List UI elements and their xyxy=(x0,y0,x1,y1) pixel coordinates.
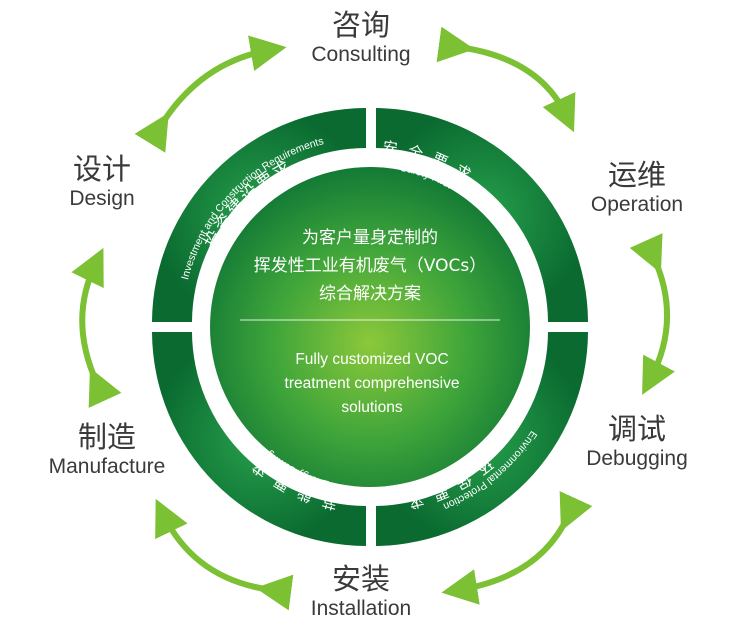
stage-debugging-zh: 调试 xyxy=(607,412,666,446)
stage-operation: 运维 Operation xyxy=(537,158,737,218)
stage-consulting-en: Consulting xyxy=(311,43,411,66)
center-en-line1: Fully customized VOC xyxy=(295,351,448,368)
center-zh-line1: 为客户量身定制的 xyxy=(302,228,438,248)
double-arrow-icon-consulting-operation xyxy=(436,26,576,133)
stage-debugging: 调试 Debugging xyxy=(537,412,737,472)
stage-manufacture: 制造 Manufacture xyxy=(7,420,207,480)
stage-debugging-en: Debugging xyxy=(586,447,688,470)
double-arrow-icon-manufacture-design xyxy=(71,247,122,408)
center-disc xyxy=(210,167,530,487)
stage-operation-zh: 运维 xyxy=(607,158,666,192)
double-arrow-icon-debugging-installation xyxy=(441,491,593,605)
ring-quadrant-top-right xyxy=(376,108,588,322)
stage-installation: 安装 Installation xyxy=(261,562,461,622)
stage-operation-en: Operation xyxy=(590,193,684,216)
stage-design: 设计 Design xyxy=(2,152,202,212)
center-en-line2: treatment comprehensive xyxy=(285,375,460,392)
stage-consulting: 咨询 Consulting xyxy=(261,8,461,68)
stage-installation-zh: 安装 xyxy=(331,562,390,596)
center-zh-line2: 挥发性工业有机废气（VOCs） xyxy=(254,256,486,276)
stage-consulting-zh: 咨询 xyxy=(331,8,390,42)
double-arrow-icon-installation-manufacture xyxy=(155,498,294,611)
stage-manufacture-en: Manufacture xyxy=(48,455,166,478)
double-arrow-icon-design-consulting xyxy=(134,35,287,153)
double-arrow-icon-operation-debugging xyxy=(629,233,675,395)
center-zh-line3: 综合解决方案 xyxy=(319,284,421,304)
stage-design-en: Design xyxy=(69,187,135,210)
center-en-line3: solutions xyxy=(341,399,402,416)
stage-design-zh: 设计 xyxy=(72,152,131,186)
stage-installation-en: Installation xyxy=(310,597,412,620)
stage-manufacture-zh: 制造 xyxy=(77,420,136,454)
